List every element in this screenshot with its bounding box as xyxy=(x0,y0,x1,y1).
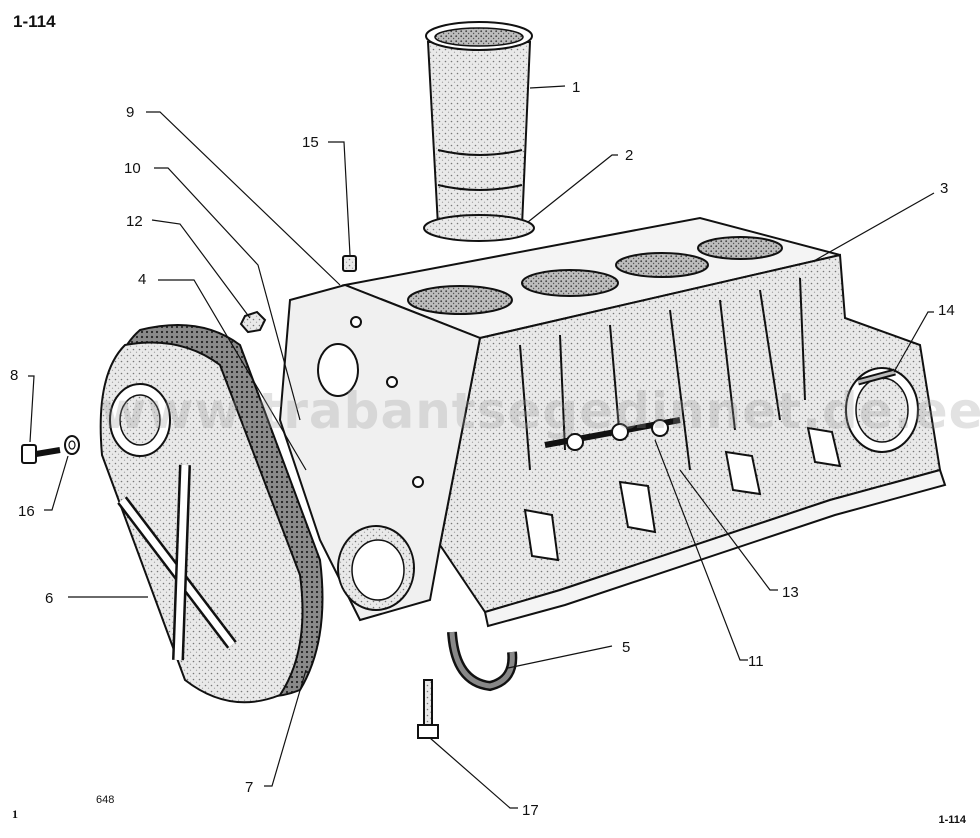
image-number: 648 xyxy=(96,794,115,806)
callout-6: 6 xyxy=(45,590,148,607)
cylinder-block xyxy=(278,216,947,628)
seal-5 xyxy=(447,631,518,692)
callout-2: 2 xyxy=(527,147,633,223)
plate-number: 1 xyxy=(12,807,18,821)
page-number-bottom: 1-114 xyxy=(938,814,966,826)
callout-label: 10 xyxy=(124,160,141,177)
callout-15: 15 xyxy=(302,134,351,256)
callout-label: 4 xyxy=(138,271,146,288)
callout-label: 14 xyxy=(938,302,955,319)
callout-4: 4 xyxy=(138,271,307,471)
callout-11: 11 xyxy=(654,439,764,670)
callout-label: 17 xyxy=(522,802,539,819)
callout-label: 6 xyxy=(45,590,53,607)
callout-10: 10 xyxy=(124,160,301,421)
callout-label: 8 xyxy=(10,367,18,384)
callout-label: 11 xyxy=(748,653,764,670)
callout-label: 2 xyxy=(625,147,633,164)
callout-label: 9 xyxy=(126,104,134,121)
callout-label: 1 xyxy=(572,79,580,96)
callout-17: 17 xyxy=(429,737,539,819)
callout-label: 13 xyxy=(782,584,799,601)
callout-16: 16 xyxy=(18,455,69,520)
page-number-top: 1-114 xyxy=(13,12,56,31)
callout-13: 13 xyxy=(679,469,799,601)
callout-8: 8 xyxy=(10,367,35,443)
callout-3: 3 xyxy=(811,180,948,263)
washer-16 xyxy=(64,435,80,455)
cylinder-liner xyxy=(423,21,535,242)
callout-14: 14 xyxy=(893,302,955,373)
callout-label: 7 xyxy=(245,779,253,796)
callout-label: 15 xyxy=(302,134,319,151)
stud-14 xyxy=(857,368,896,386)
callout-label: 3 xyxy=(940,180,948,197)
callout-label: 5 xyxy=(622,639,630,656)
stud-15 xyxy=(342,255,357,272)
screw-8 xyxy=(21,444,61,464)
callout-7: 7 xyxy=(245,669,307,796)
timing-cover xyxy=(99,341,304,704)
callout-label: 12 xyxy=(126,213,143,230)
bolt-17 xyxy=(417,679,439,739)
nut-12 xyxy=(239,310,267,334)
callout-label: 16 xyxy=(18,503,35,520)
callout-9: 9 xyxy=(126,104,341,286)
callout-5: 5 xyxy=(507,639,630,669)
callout-12: 12 xyxy=(126,213,251,319)
callout-1: 1 xyxy=(529,79,580,96)
